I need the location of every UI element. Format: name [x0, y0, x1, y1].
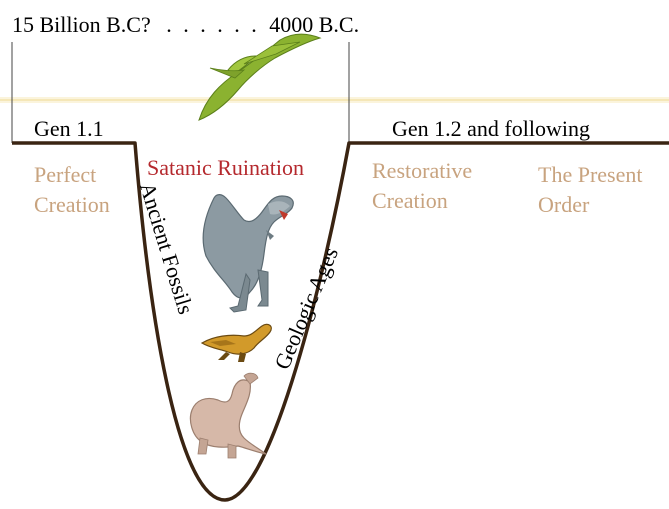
trex-icon — [203, 195, 293, 312]
present-order-label: The Present Order — [538, 160, 642, 220]
pterodactyl-icon — [199, 34, 320, 120]
gen-1-2-label: Gen 1.2 and following — [392, 118, 590, 140]
horizon-line — [0, 99, 669, 101]
gen-1-1-label: Gen 1.1 — [34, 118, 104, 140]
perfect-creation-label: Perfect Creation — [34, 160, 110, 220]
header-row: 15 Billion B.C? . . . . . . 4000 B.C. — [12, 14, 359, 36]
restorative-line-2: Creation — [372, 186, 472, 216]
start-date-label: 15 Billion B.C? — [12, 12, 151, 37]
restorative-line-1: Restorative — [372, 156, 472, 186]
present-line-2: Order — [538, 190, 642, 220]
header-dots: . . . . . . — [166, 12, 260, 37]
sauropod-icon — [190, 373, 266, 458]
end-date-label: 4000 B.C. — [269, 12, 359, 37]
present-line-1: The Present — [538, 160, 642, 190]
perfect-line-1: Perfect — [34, 160, 110, 190]
satanic-ruination-label: Satanic Ruination — [147, 157, 304, 179]
small-dinosaur-icon — [202, 324, 271, 362]
perfect-line-2: Creation — [34, 190, 110, 220]
restorative-creation-label: Restorative Creation — [372, 156, 472, 216]
